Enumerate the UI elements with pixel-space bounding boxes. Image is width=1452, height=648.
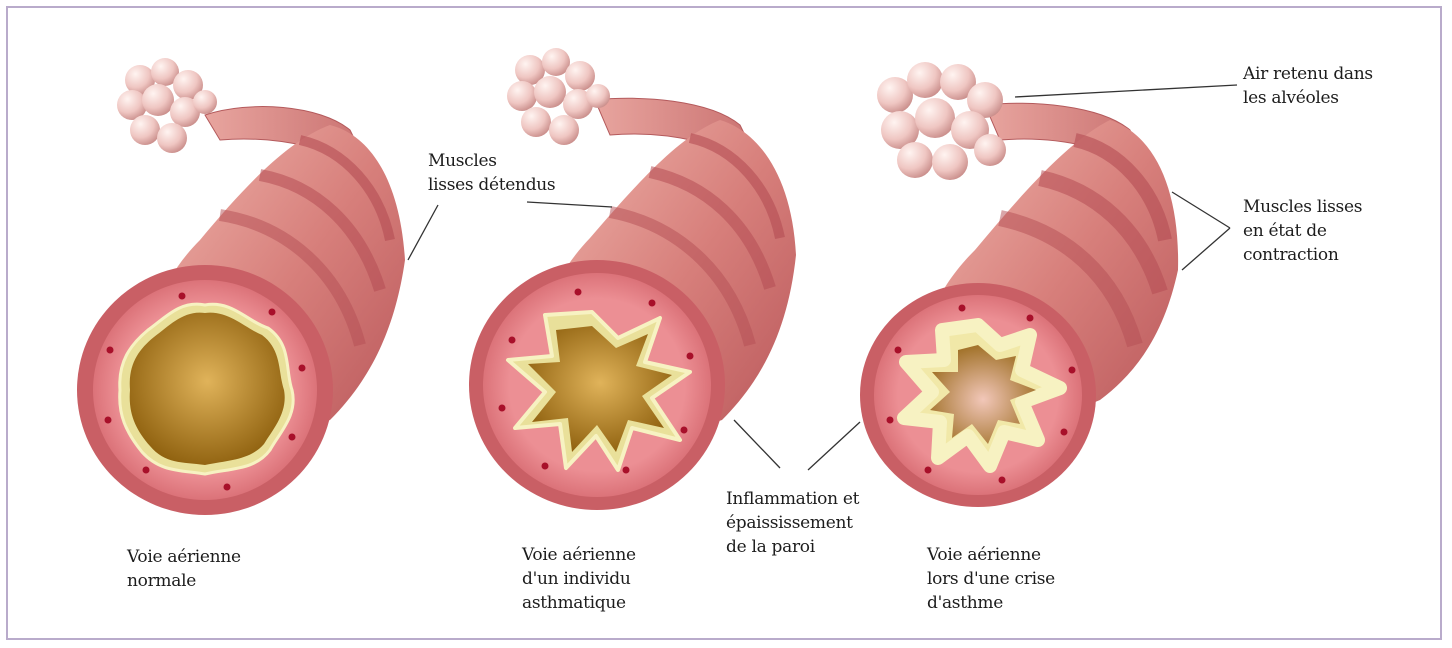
leader-contracted-2 [1182,228,1230,270]
label-asthmatic: Voie aérienne d'un individu asthmatique [522,543,636,615]
leader-relaxed-1 [408,205,438,260]
alveoli-cluster-1 [117,58,217,153]
label-crisis: Voie aérienne lors d'une crise d'asthme [927,543,1055,615]
label-contracted-muscles: Muscles lisses en état de contraction [1243,195,1362,267]
label-trapped-air: Air retenu dans les alvéoles [1243,62,1373,110]
label-normal: Voie aérienne normale [127,545,241,593]
label-relaxed-muscles: Muscles lisses détendus [428,149,555,197]
leader-contracted-1 [1172,192,1230,228]
alveoli-cluster-2 [507,48,610,145]
leader-trapped-air [1015,85,1237,97]
leader-relaxed-2 [527,202,612,207]
label-inflammation: Inflammation et épaississement de la par… [726,487,859,559]
alveoli-cluster-3 [877,62,1006,180]
airway-asthmatic [469,48,796,510]
leader-inflammation-1 [734,420,780,468]
airway-crisis [860,62,1178,507]
leader-inflammation-2 [808,422,860,470]
airway-normal [77,58,405,515]
